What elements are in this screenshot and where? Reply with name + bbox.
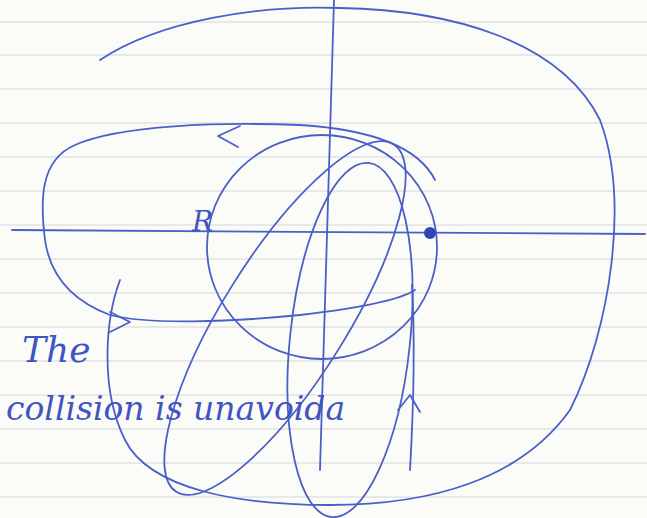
point-label: R xyxy=(192,208,213,236)
handwritten-note: collision is unavoida xyxy=(6,392,345,425)
handwritten-note: The xyxy=(22,332,91,368)
